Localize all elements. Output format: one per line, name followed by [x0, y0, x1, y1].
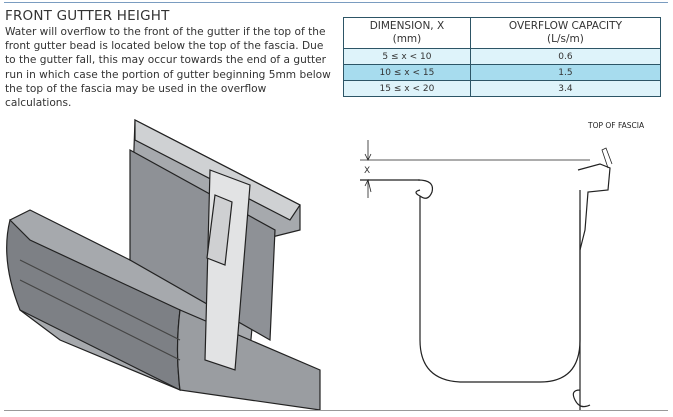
top-rule [4, 2, 668, 3]
gutter-profile-diagram [360, 140, 613, 410]
header-dimension: DIMENSION, X(mm) [343, 17, 471, 49]
fascia-label: TOP OF FASCIA [588, 121, 645, 130]
dimension-x-label: X [364, 166, 371, 176]
header-capacity: OVERFLOW CAPACITY(L/s/m) [470, 17, 662, 49]
cell-capacity: 3.4 [469, 80, 662, 97]
section-title: FRONT GUTTER HEIGHT [5, 8, 170, 24]
overflow-capacity-table: DIMENSION, X(mm) OVERFLOW CAPACITY(L/s/m… [343, 17, 662, 97]
cell-range: 10 ≤ x < 15 [343, 64, 471, 81]
table-header: DIMENSION, X(mm) OVERFLOW CAPACITY(L/s/m… [343, 17, 662, 49]
cell-range: 15 ≤ x < 20 [343, 80, 471, 97]
cell-capacity: 0.6 [469, 48, 662, 65]
gutter-3d-illustration [6, 119, 321, 410]
cell-capacity: 1.5 [469, 64, 662, 81]
section-body: Water will overflow to the front of the … [5, 26, 331, 110]
bottom-rule [4, 410, 668, 411]
cell-range: 5 ≤ x < 10 [343, 48, 471, 65]
